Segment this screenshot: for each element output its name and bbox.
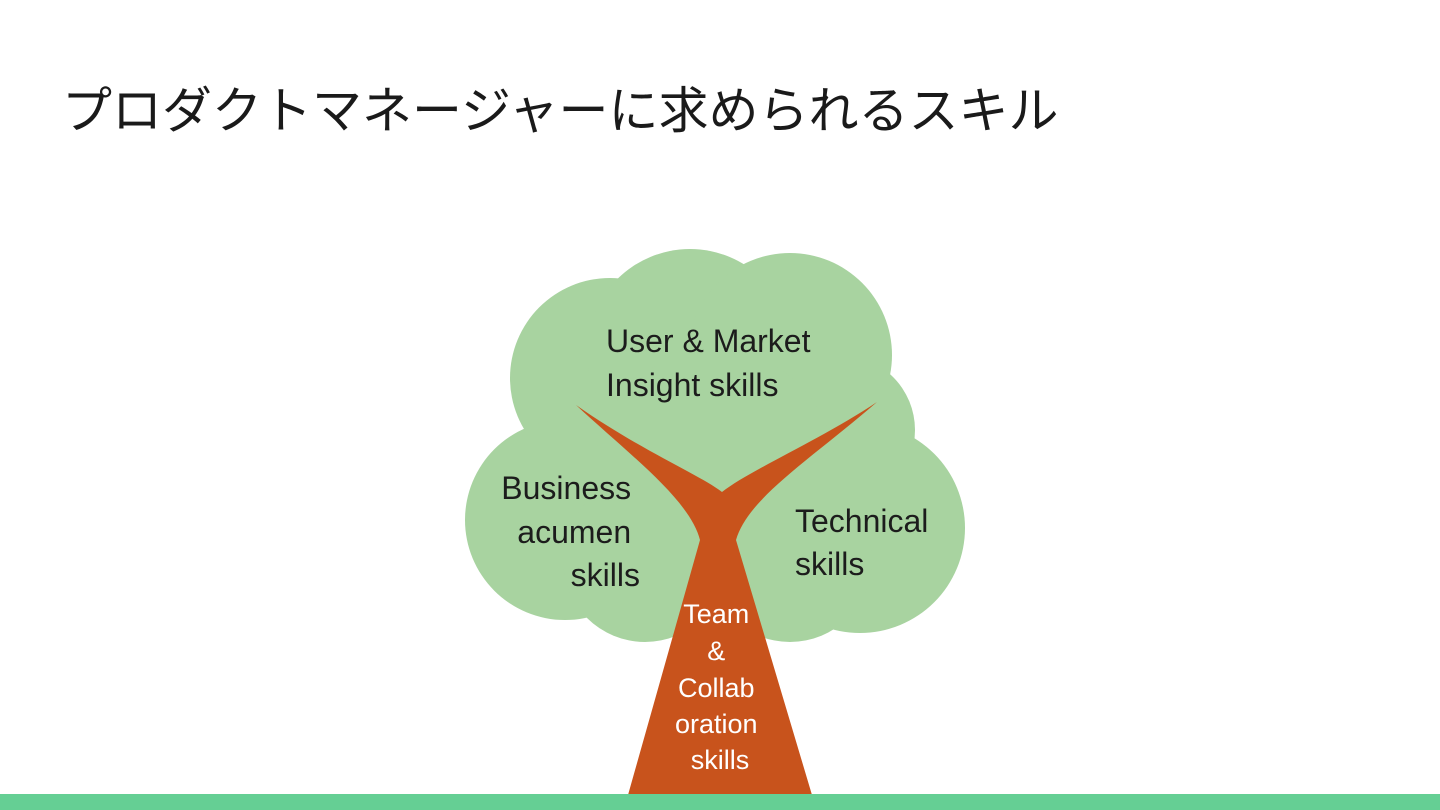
label-line: skills [571,557,640,593]
label-line: Technical [795,503,928,539]
label-line: Business [501,470,631,506]
label-line: & [707,636,725,666]
label-line: oration [675,709,758,739]
label-line: Team [683,599,749,629]
bottom-accent-bar [0,794,1440,810]
label-team-collaboration: Team & Collab oration skills [675,599,765,775]
label-line: skills [691,745,750,775]
tree-trunk [576,402,877,795]
slide-title: プロダクトマネージャーに求められるスキル [62,82,1059,140]
label-line: acumen [517,514,631,550]
label-technical: Technical skills [795,503,937,582]
label-line: User & Market [606,323,811,359]
label-line: skills [795,546,864,582]
label-line: Collab [678,673,755,703]
label-business-acumen: Business acumen skills [501,470,640,593]
label-user-market-insight: User & Market Insight skills [606,323,819,403]
label-line: Insight skills [606,367,779,403]
